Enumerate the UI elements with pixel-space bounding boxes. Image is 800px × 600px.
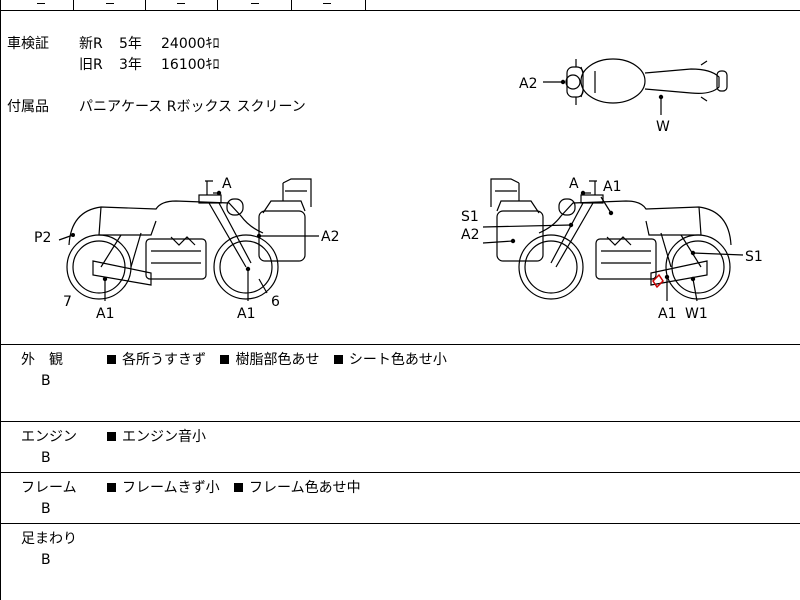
shaken-new-km: 24000ｷﾛ <box>161 36 220 52</box>
mark-top-a2: A2 <box>519 76 537 92</box>
strip-divider <box>291 0 292 10</box>
strip-divider <box>217 0 218 10</box>
mark-right-s1-left: S1 <box>461 209 479 225</box>
shaken-new-type: 新R <box>79 36 103 52</box>
leader-line <box>692 252 744 256</box>
mark-left-7: 7 <box>63 294 72 310</box>
shaken-old-km: 16100ｷﾛ <box>161 57 220 73</box>
strip-mark <box>251 0 259 4</box>
leader-line <box>482 224 572 228</box>
section-engine: エンジン B エンジン音小 <box>1 422 800 473</box>
section-label: エンジン <box>21 429 77 445</box>
shaken-old-years: 3年 <box>119 57 142 73</box>
section-label: フレーム <box>21 480 77 496</box>
note-item: フレーム色あせ中 <box>249 480 361 496</box>
section-label: 外 観 <box>21 352 63 368</box>
section-grade: B <box>41 501 51 517</box>
shaken-new-years: 5年 <box>119 36 142 52</box>
mark-right-s1-right: S1 <box>745 249 763 265</box>
left-view-motorcycle <box>66 178 312 300</box>
note-item: シート色あせ小 <box>348 352 447 368</box>
section-grade: B <box>41 552 51 568</box>
leader-line <box>258 278 268 294</box>
mark-right-a1-engine: A1 <box>658 306 676 322</box>
leader-line <box>58 234 74 241</box>
strip-divider <box>145 0 146 10</box>
accessories-label: 付属品 <box>7 99 49 115</box>
section-notes: フレームきず小 フレーム色あせ中 <box>107 477 371 497</box>
damage-mark <box>652 273 664 289</box>
bullet-square-icon <box>234 483 244 492</box>
shaken-label: 車検証 <box>7 36 49 52</box>
strip-mark <box>323 0 331 4</box>
mark-left-a1-rear: A1 <box>96 306 114 322</box>
mark-left-a1-front: A1 <box>237 306 255 322</box>
bullet-square-icon <box>333 355 343 364</box>
mark-left-a2: A2 <box>321 229 339 245</box>
strip-mark <box>106 0 114 4</box>
mark-right-a1-tank: A1 <box>603 179 621 195</box>
bullet-square-icon <box>107 432 116 441</box>
strip-mark <box>37 0 45 4</box>
note-item: エンジン音小 <box>122 429 206 445</box>
strip-mark <box>177 0 185 4</box>
section-frame: フレーム B フレームきず小 フレーム色あせ中 <box>1 473 800 524</box>
note-item: 樹脂部色あせ <box>235 352 320 368</box>
strip-divider <box>73 0 74 10</box>
mark-top-w: W <box>656 119 670 135</box>
section-grade: B <box>41 373 51 389</box>
mark-left-p2: P2 <box>34 230 51 246</box>
note-item: フレームきず小 <box>122 480 220 496</box>
section-grade: B <box>41 450 51 466</box>
section-notes: エンジン音小 <box>107 426 216 446</box>
mark-right-w1: W1 <box>685 306 708 322</box>
mark-left-a: A <box>222 176 232 192</box>
mark-right-a: A <box>569 176 579 192</box>
bullet-square-icon <box>107 355 116 364</box>
vehicle-info-panel: 車検証 新R 5年 24000ｷﾛ 旧R 3年 16100ｷﾛ 付属品 パニアケ… <box>1 11 800 345</box>
leader-line <box>482 240 514 244</box>
note-item: 各所うすきず <box>122 352 206 368</box>
leader-line <box>692 278 698 302</box>
section-suspension: 足まわり B <box>1 524 800 600</box>
section-notes: 各所うすきず 樹脂部色あせ シート色あせ小 <box>107 349 457 369</box>
mark-right-a2: A2 <box>461 227 479 243</box>
motorcycle-diagram: A2 W A A2 P2 7 A1 A1 6 A A1 S1 A2 S1 A1 … <box>34 58 763 322</box>
bullet-square-icon <box>220 355 230 364</box>
bullet-square-icon <box>107 483 116 492</box>
leader-line <box>600 196 612 214</box>
mark-left-6: 6 <box>271 294 280 310</box>
section-label: 足まわり <box>21 531 77 547</box>
top-view-motorcycle <box>565 58 728 105</box>
top-header-strip <box>1 0 800 11</box>
section-exterior: 外 観 B 各所うすきず 樹脂部色あせ シート色あせ小 <box>1 345 800 422</box>
right-view-motorcycle <box>490 178 732 300</box>
shaken-old-type: 旧R <box>79 57 103 73</box>
accessories-value: パニアケース Rボックス スクリーン <box>79 99 306 115</box>
strip-divider <box>365 0 366 10</box>
